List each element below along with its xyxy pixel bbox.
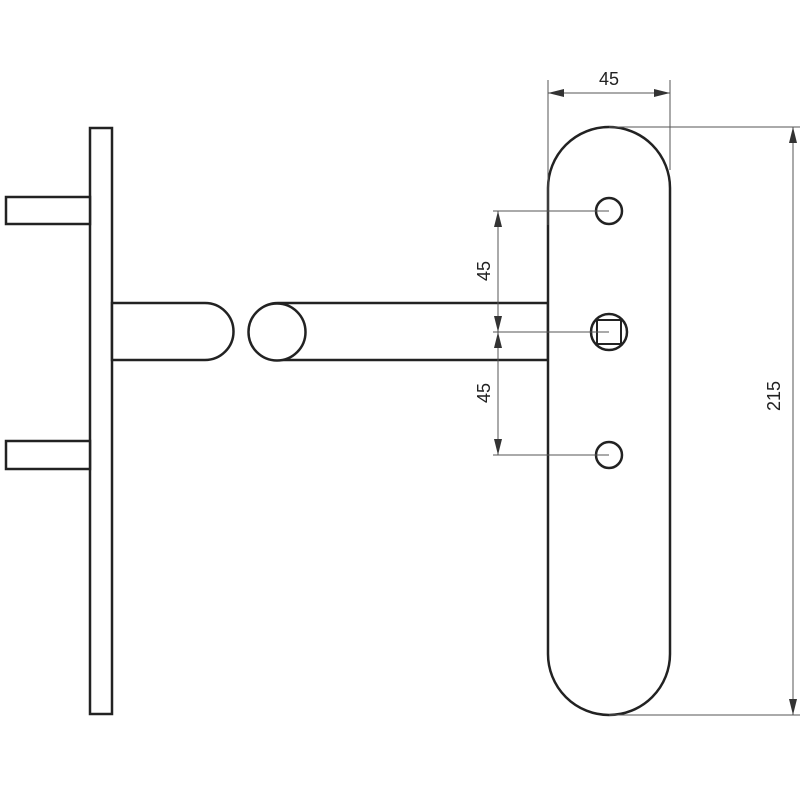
side-view-backplate: [88, 126, 114, 716]
side-view-lever-stub: [110, 301, 235, 362]
plate-width-label: 45: [599, 69, 619, 89]
side-view-lever-end-circle: [247, 302, 307, 362]
upper-spacing-label: 45: [474, 261, 494, 281]
plate-width-dimension: 45: [547, 69, 671, 225]
lower-spacing-label: 45: [474, 383, 494, 403]
plate-height-label: 215: [764, 381, 784, 411]
plate-height-dimension: 215: [609, 126, 800, 716]
side-view-lower-stud: [4, 439, 92, 471]
side-view-upper-stud: [4, 195, 92, 226]
hole-spacing-dimension: 45 45: [474, 210, 609, 456]
